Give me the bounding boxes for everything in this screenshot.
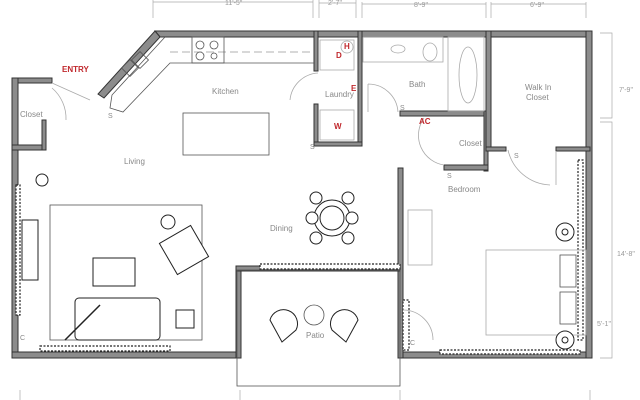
- dimension-bedroom-depth: 14'-8": [617, 251, 635, 258]
- room-label-patio: Patio: [306, 331, 325, 340]
- marker-ac: AC: [419, 117, 431, 126]
- room-label-kitchen: Kitchen: [212, 87, 239, 96]
- patio-furniture: [269, 304, 359, 343]
- doors: [51, 72, 557, 341]
- room-label-bedroom-closet: Closet: [459, 139, 482, 148]
- room-label-entry-closet: Closet: [20, 110, 43, 119]
- living-furniture: [21, 173, 210, 341]
- tv-console: [21, 219, 39, 281]
- walls: [11, 30, 593, 359]
- corner-marker: C: [410, 340, 415, 347]
- room-label-bedroom: Bedroom: [448, 185, 481, 194]
- sofa: [74, 297, 161, 341]
- bed: [407, 209, 587, 350]
- corner-marker: C: [20, 335, 25, 342]
- room-label-dining: Dining: [270, 224, 293, 233]
- switch-marker: S: [400, 105, 405, 112]
- dimension-kitchen-width: 11'-5": [225, 0, 243, 7]
- dimension-laundry-width: 2'-7": [328, 0, 342, 7]
- kitchen-island: [182, 112, 270, 156]
- room-label-bath: Bath: [409, 80, 425, 89]
- marker-water-heater: H: [344, 42, 350, 51]
- dimension-window-offset: 5'-1": [597, 321, 611, 328]
- switch-marker: S: [108, 113, 113, 120]
- side-table: [175, 309, 195, 329]
- marker-electrical: E: [351, 84, 357, 93]
- dimension-closet-width: 6'-9": [530, 2, 544, 9]
- dimension-closet-depth: 7'-9": [619, 87, 633, 94]
- kitchen-counters: [109, 36, 314, 156]
- armchair: [158, 224, 210, 276]
- dining-table-set: [305, 191, 359, 245]
- room-label-walk-in-closet: Walk In: [525, 83, 551, 92]
- room-label-entry: ENTRY: [62, 65, 89, 74]
- switch-marker: S: [310, 144, 315, 151]
- room-label-laundry: Laundry: [325, 90, 354, 99]
- switch-marker: S: [447, 173, 452, 180]
- patio-slab: [236, 269, 401, 387]
- room-label-living: Living: [124, 157, 145, 166]
- room-label-walk-in-closet-2: Closet: [526, 93, 549, 102]
- switch-marker: S: [514, 153, 519, 160]
- marker-washer: W: [334, 122, 342, 131]
- coffee-table: [92, 257, 136, 287]
- dimension-bath-width: 8'-9": [414, 2, 428, 9]
- marker-dryer: D: [336, 51, 342, 60]
